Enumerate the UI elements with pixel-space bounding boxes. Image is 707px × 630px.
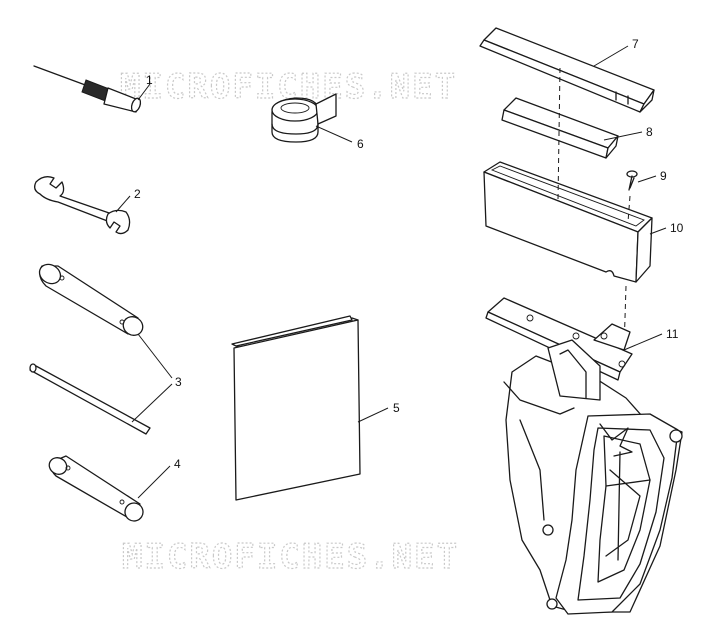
assembly-line-screw [627,195,631,223]
screwdriver [33,65,142,113]
callout-8: 8 [646,125,653,139]
callout-7: 7 [632,37,639,51]
toolbox [483,161,653,283]
assembly-line-mount [623,285,627,351]
callout-9: 9 [660,169,667,183]
foam-pad [501,97,619,159]
callout-5: 5 [393,401,400,415]
toolbox-lid [479,27,655,113]
leader-lines [115,45,667,499]
screw [626,170,638,191]
wrench [34,176,131,235]
callout-6: 6 [357,137,364,151]
manual [231,315,361,501]
callout-10: 10 [670,221,684,235]
tape-roll [271,93,337,143]
fan-housing [503,339,683,615]
callout-2: 2 [134,187,141,201]
small-tube-wrench [48,455,144,522]
callout-3: 3 [175,375,182,389]
tommy-bar [29,363,151,435]
tube-socket-wrench [38,263,144,336]
callout-11: 11 [666,327,679,341]
callout-4: 4 [174,457,181,471]
watermark-bottom: MICROFICHES.NET [122,537,459,577]
callout-1: 1 [146,73,153,87]
assembly-line-lid [557,67,561,201]
